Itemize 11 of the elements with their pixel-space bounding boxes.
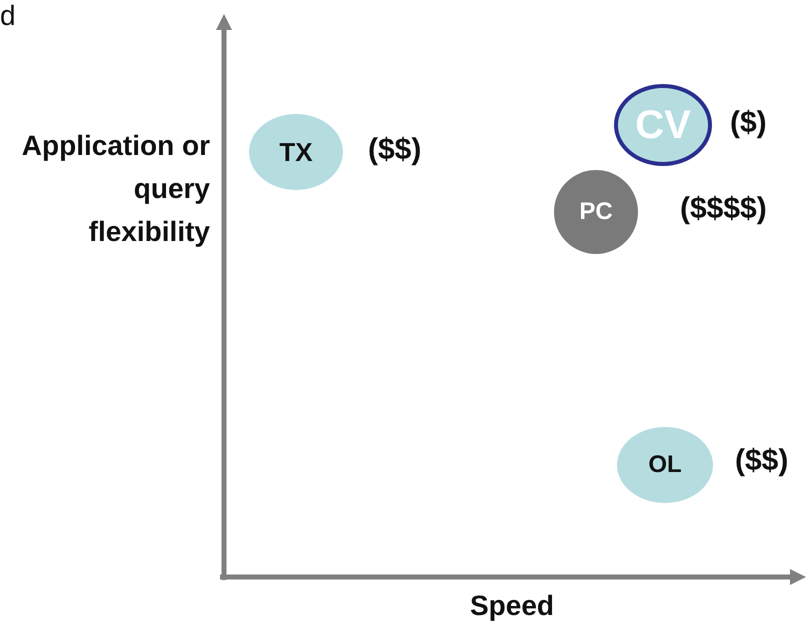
node-label: CV [635,102,691,148]
node-label: PC [579,198,613,226]
cost-label: ($$) [735,444,788,478]
cost-label: ($$$$) [680,192,767,226]
x-axis-title: Speed [470,590,554,622]
node-label: OL [648,451,682,479]
node-label: TX [279,136,313,168]
cost-label: ($$) [368,133,422,167]
cost-label: ($) [730,106,767,140]
corner-text: d [0,0,16,32]
y-axis-title: Application or query flexibility [20,129,210,249]
